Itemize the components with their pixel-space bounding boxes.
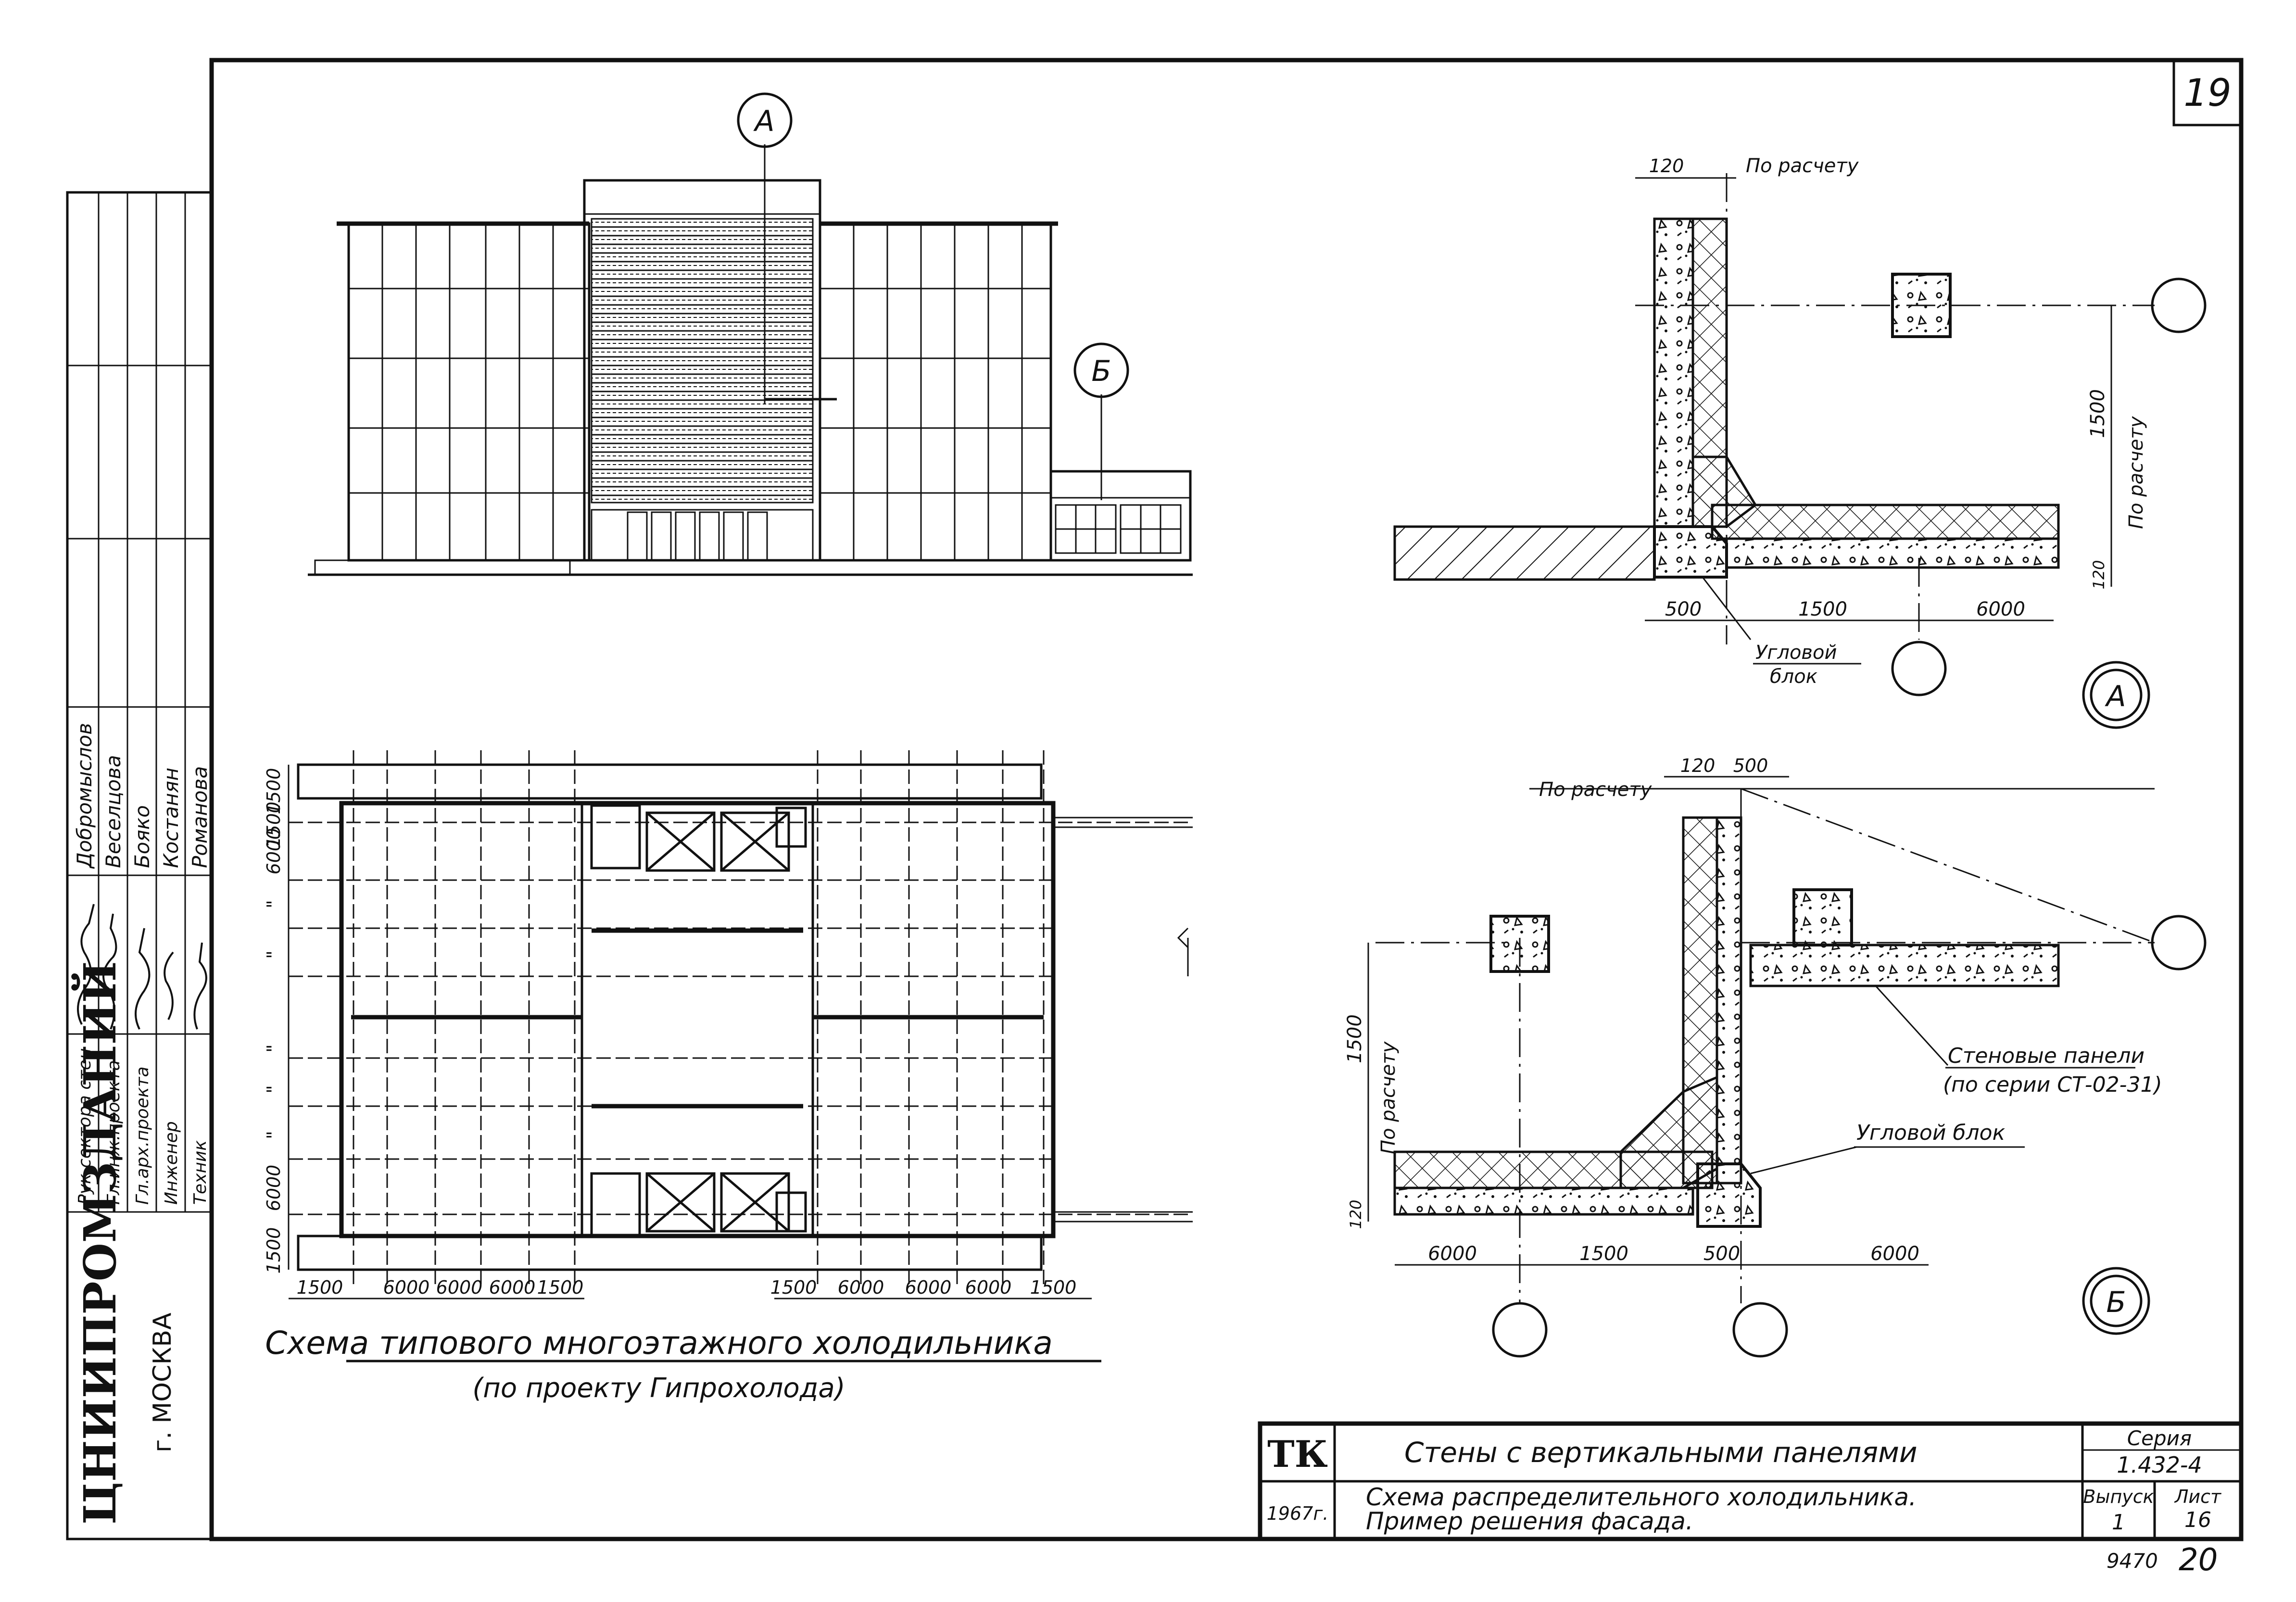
org-name: ЦНИИПРОМЗДАНИЙ — [71, 961, 126, 1525]
plan-vdim-8: " — [263, 1131, 284, 1139]
plan-hdim-l1: 1500 — [297, 1277, 343, 1298]
detail-b-bdim-1: 6000 — [1428, 1243, 1477, 1265]
sheet-description-2: Пример решения фасада. — [1366, 1507, 1693, 1535]
detail-a-bdim-3: 6000 — [1976, 598, 2025, 620]
detail-b-corner-label: Угловой блок — [1856, 1121, 2006, 1145]
plan-vdim-7: " — [263, 1085, 284, 1093]
name-3: Бояко — [130, 805, 154, 868]
plan-vdim-1: 1500 — [263, 768, 284, 815]
plan-hdim-l4: 6000 — [489, 1277, 536, 1298]
bottom-page: 20 — [2179, 1542, 2218, 1578]
name-4: Костанян — [159, 768, 183, 868]
elevation-marker-b: Б — [1091, 354, 1111, 388]
issue-label: Выпуск — [2083, 1486, 2154, 1507]
series-value: 1.432-4 — [2117, 1452, 2202, 1478]
series-label: Серия — [2127, 1426, 2192, 1450]
detail-b-bdim-4: 6000 — [1870, 1243, 1919, 1265]
plan-hdim-r1: 1500 — [770, 1277, 817, 1298]
plan-vdim-5: " — [263, 950, 284, 959]
detail-b-bdim-2: 1500 — [1579, 1243, 1628, 1265]
detail-a-note-calc: По расчету — [1746, 155, 1859, 177]
detail-b-dim-top-1: 120 — [1680, 755, 1716, 776]
detail-a-side-note: По расчету — [2125, 416, 2147, 529]
building-plan: 1500 6000 1500 " " " " " 6000 1500 1500 … — [263, 750, 1193, 1404]
plan-vdim-9: 6000 — [263, 1165, 284, 1211]
name-1: Добромыслов — [73, 723, 96, 869]
role-2: Гл.инж.проекта — [104, 1060, 124, 1205]
plan-hdim-r4: 6000 — [965, 1277, 1012, 1298]
detail-a-dim-side: 1500 — [2087, 389, 2109, 438]
role-1: Рук.сектора стен — [75, 1048, 95, 1205]
detail-b-panels-series: (по серии СТ-02-31) — [1943, 1072, 2162, 1097]
facade-elevation: А Б — [308, 92, 1193, 576]
detail-a-bdim-2: 1500 — [1798, 598, 1847, 620]
plan-hdim-l5: 1500 — [537, 1277, 584, 1298]
role-4: Инженер — [162, 1121, 181, 1205]
plan-vdim-2: 6000 — [263, 828, 284, 875]
detail-a: 120 По расчету 1500 120 По расчету 500 1… — [1393, 155, 2207, 729]
name-5: Романова — [188, 766, 212, 868]
issue-value: 1 — [2112, 1510, 2125, 1535]
plan-vdim-4: " — [263, 900, 284, 908]
sheet-label: Лист — [2174, 1486, 2222, 1507]
detail-b-panels-label: Стеновые панели — [1948, 1044, 2145, 1068]
plan-vdim-10: 1500 — [263, 1227, 284, 1274]
detail-a-dim-side-small: 120 — [2090, 560, 2108, 589]
detail-a-label: А — [2104, 680, 2126, 713]
sheet-value: 16 — [2184, 1508, 2211, 1532]
plan-hdim-r5: 1500 — [1030, 1277, 1077, 1298]
plan-caption: Схема типового многоэтажного холодильник… — [265, 1324, 1053, 1362]
detail-b-label: Б — [2106, 1286, 2126, 1319]
detail-b-bdim-3: 500 — [1703, 1243, 1740, 1265]
plan-vdim-3: 1500 — [263, 802, 284, 848]
sheet-title: Стены с вертикальными панелями — [1404, 1436, 1918, 1469]
plan-hdim-l3: 6000 — [436, 1277, 483, 1298]
detail-a-dim-top: 120 — [1649, 155, 1684, 177]
title-block: ТК 1967г. Стены с вертикальными панелями… — [1258, 1421, 2244, 1541]
detail-b-dim-side: 1500 — [1344, 1014, 1366, 1063]
elevation-marker-a: А — [753, 104, 774, 138]
plan-subcaption: (по проекту Гипрохолода) — [472, 1373, 845, 1404]
detail-b-note-calc: По расчету — [1539, 779, 1653, 801]
detail-b: 120 500 По расчету 1500 120 По расчету С… — [1344, 755, 2207, 1358]
plan-hdim-r2: 6000 — [838, 1277, 884, 1298]
role-5: Техник — [190, 1140, 210, 1205]
plan-vdim-6: " — [263, 1044, 284, 1052]
detail-a-corner-1: Угловой — [1755, 642, 1837, 664]
name-2: Веселцова — [101, 755, 125, 868]
detail-b-side-note: По расчету — [1377, 1041, 1400, 1154]
tk-code: ТК — [1267, 1433, 1328, 1476]
sheet-description-1: Схема распределительного холодильника. — [1366, 1483, 1917, 1511]
detail-b-dim-top-2: 500 — [1733, 755, 1768, 776]
tk-year: 1967г. — [1267, 1503, 1329, 1524]
org-city: г. МОСКВА — [148, 1312, 177, 1452]
role-3: Гл.арх.проекта — [133, 1066, 152, 1205]
bottom-code: 9470 — [2107, 1549, 2158, 1573]
approval-stamp: Рук.сектора стен Гл.инж.проекта Гл.арх.п… — [66, 191, 213, 1540]
plan-hdim-l2: 6000 — [383, 1277, 430, 1298]
detail-b-dim-side-small: 120 — [1347, 1199, 1365, 1229]
sheet-number: 19 — [2183, 72, 2231, 115]
detail-a-bdim-1: 500 — [1665, 598, 1702, 620]
plan-hdim-r3: 6000 — [905, 1277, 952, 1298]
detail-a-corner-2: блок — [1770, 666, 1817, 688]
signatures — [77, 904, 207, 1030]
